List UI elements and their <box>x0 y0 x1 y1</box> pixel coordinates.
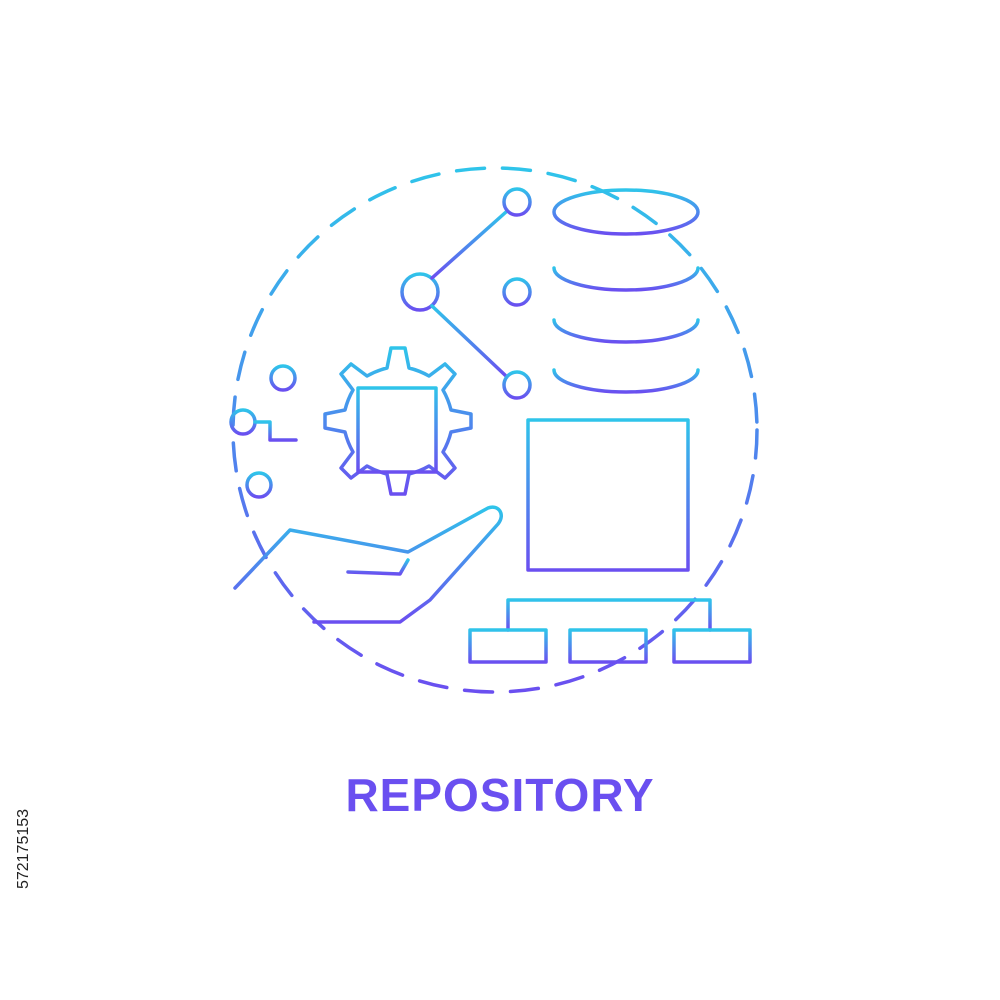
database-cylinder-icon <box>552 188 700 394</box>
dashed-circle-outline <box>231 166 759 694</box>
hand-icon <box>233 505 503 624</box>
network-nodes-icon <box>400 187 532 400</box>
caption-title: REPOSITORY <box>345 769 655 821</box>
server-rack-icon <box>526 418 690 572</box>
gear-with-server-icon <box>229 346 473 499</box>
side-id-label: 572175153 <box>15 808 32 890</box>
hierarchy-tree-icon <box>468 568 752 664</box>
